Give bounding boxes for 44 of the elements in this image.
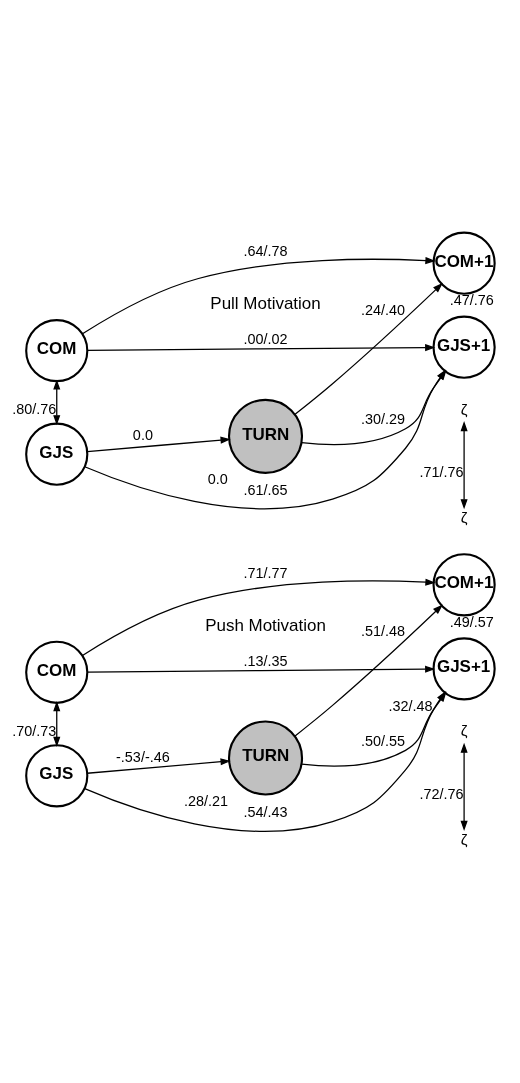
arrow xyxy=(86,757,231,774)
label: Pull Motivation xyxy=(210,293,321,313)
arrow xyxy=(86,436,231,452)
edge-label: 0.0 xyxy=(132,426,153,443)
edge-label: .71/.77 xyxy=(243,564,288,581)
node-circle: TURN xyxy=(227,398,304,474)
arrow xyxy=(86,343,436,351)
node-circle: GJS xyxy=(25,743,89,807)
edge-label: -.53/-.46 xyxy=(116,748,170,765)
arrow xyxy=(86,665,436,673)
node-circle: GJS xyxy=(25,422,89,486)
node-text: ζ xyxy=(460,400,468,418)
edge-label: .30/.29 xyxy=(361,410,406,427)
arrow xyxy=(460,420,468,509)
edge-label: .71/.76 xyxy=(419,463,464,480)
edge-label: .51/.48 xyxy=(361,622,406,639)
edge-label: .24/.40 xyxy=(361,301,406,318)
node-circle: COM xyxy=(25,318,89,382)
label: Push Motivation xyxy=(205,615,326,635)
arrow xyxy=(294,282,443,415)
node-circle: COM xyxy=(25,640,89,704)
arrow xyxy=(53,378,61,425)
edge-label: .70/.73 xyxy=(12,722,57,739)
node-circle: TURN xyxy=(227,719,304,796)
edge-label: .54/.43 xyxy=(243,803,288,820)
edge-label: .72/.76 xyxy=(419,785,464,802)
arrow xyxy=(294,604,443,737)
edge-label: .50/.55 xyxy=(361,732,406,749)
node-text: ζ xyxy=(460,508,468,526)
arrow xyxy=(81,578,436,656)
node-label: .32/.48 xyxy=(388,697,433,714)
node-label: .49/.57 xyxy=(449,613,494,630)
node-text: ζ xyxy=(460,721,468,739)
node-text: ζ xyxy=(460,830,468,848)
node-label: 0.0 xyxy=(207,470,228,487)
edge-label: .80/.76 xyxy=(12,400,57,417)
edge-label: .13/.35 xyxy=(243,652,288,669)
edge-label: .61/.65 xyxy=(243,481,288,498)
edge-label: .64/.78 xyxy=(243,242,288,259)
arrow xyxy=(460,742,468,831)
arrow xyxy=(81,256,436,334)
node-label: .28/.21 xyxy=(184,792,229,809)
edge-label: .00/.02 xyxy=(243,330,288,347)
arrow xyxy=(53,700,61,747)
